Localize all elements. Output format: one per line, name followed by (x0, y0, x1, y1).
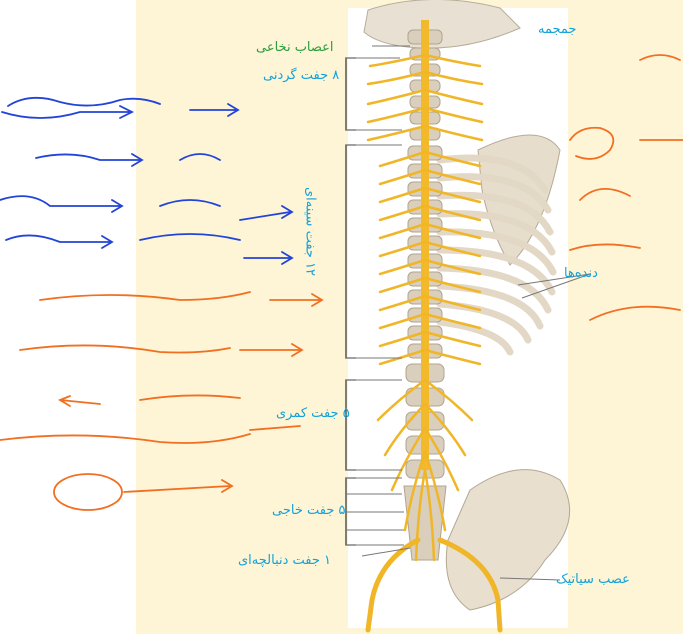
pelvis-shape (446, 470, 569, 610)
label-lumbar: ۵ جفت کمری (276, 406, 350, 421)
handwritten-notes-blue (0, 98, 292, 264)
label-coccygeal: ۱ جفت دنبالچه‌ای (238, 553, 331, 568)
label-sacral: ۵ جفت خاجی (272, 503, 346, 518)
label-ribs: دنده‌ها (564, 266, 598, 281)
handwritten-notes-orange (0, 55, 683, 510)
label-sciatic: عصب سیاتیک (556, 572, 630, 587)
label-skull: جمجمه (538, 22, 576, 37)
label-thoracic: ۱۲ جفت سینه‌ای (303, 172, 318, 292)
label-cervical: ۸ جفت گردنی (263, 68, 339, 83)
label-spinal-nerves: اعصاب نخاعی (256, 40, 334, 55)
group-brackets (346, 58, 356, 545)
